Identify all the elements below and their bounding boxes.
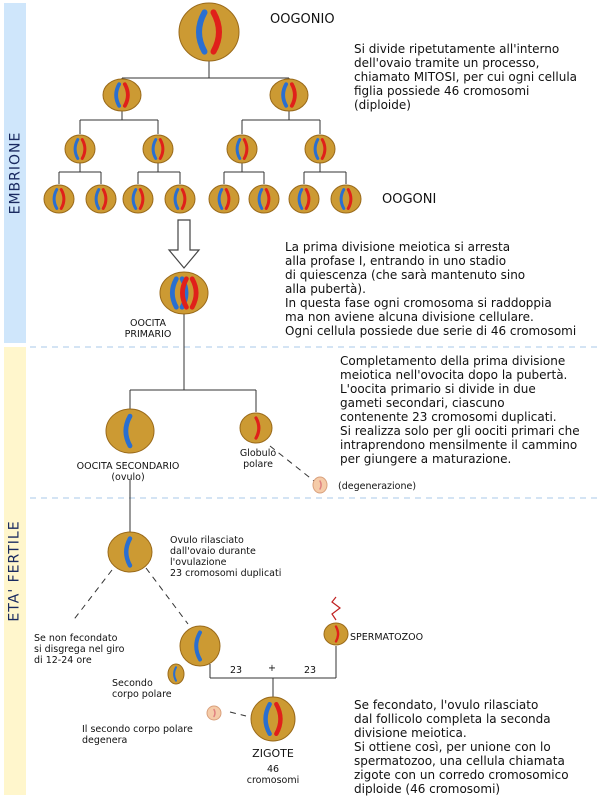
chromosome — [254, 416, 261, 440]
chromosome — [289, 82, 297, 108]
chromosome — [52, 188, 59, 210]
chromosome — [189, 276, 199, 310]
chromosome — [73, 138, 80, 160]
chromosome — [320, 138, 327, 160]
cell-oogonio — [178, 2, 240, 62]
label-zigote-46: 46 cromosomi — [246, 764, 300, 786]
chromosome — [173, 666, 177, 682]
fertile-band — [4, 347, 26, 795]
text-fecondato: Se fecondato, l'ovulo rilasciato dal fol… — [354, 698, 569, 796]
cell-degenerating — [312, 476, 328, 494]
chromosome — [94, 188, 101, 210]
label-spermatozoo: SPERMATOZOO — [350, 632, 424, 643]
chromosome — [151, 138, 158, 160]
chromosome — [213, 708, 216, 718]
cell-spermatozoo — [323, 622, 349, 646]
cell-oogonio-3 — [226, 134, 258, 164]
chromosome — [334, 625, 340, 643]
cell-degenerating — [206, 705, 222, 721]
cell-oogone — [85, 184, 117, 214]
chromosome — [124, 536, 133, 568]
chromosome — [196, 9, 208, 55]
cell-oogonio-2 — [102, 78, 142, 112]
label-n23-right: 23 — [304, 665, 317, 676]
label-oocita-secondario: OOCITA SECONDARIO (ovulo) — [76, 461, 180, 483]
chromosome — [339, 188, 346, 210]
chromosome — [242, 138, 249, 160]
chromosome — [114, 82, 122, 108]
label-degenerazione: (degenerazione) — [338, 481, 417, 492]
cell-secondo-corpo-polare — [167, 663, 185, 685]
text-puberta: Completamento della prima divisione meio… — [340, 354, 580, 466]
cell-oogone — [330, 184, 362, 214]
chromosome — [235, 138, 242, 160]
chromosome — [257, 188, 264, 210]
chromosome — [169, 276, 179, 310]
connector-line — [71, 569, 113, 623]
chromosome — [313, 138, 320, 160]
connector-line — [229, 711, 247, 717]
chromosome — [264, 188, 271, 210]
chromosome — [131, 188, 138, 210]
cell-oogone — [43, 184, 75, 214]
chromosome — [59, 188, 66, 210]
cell-oogone — [288, 184, 320, 214]
cell-second-oocyte — [179, 625, 221, 667]
embryo-band — [4, 3, 26, 343]
chromosome — [122, 82, 130, 108]
chromosome — [319, 480, 322, 490]
cell-oogone — [122, 184, 154, 214]
label-n23-left: 23 — [230, 665, 243, 676]
text-profase: La prima divisione meiotica si arresta a… — [285, 240, 577, 338]
connector-line — [145, 567, 189, 625]
cell-oogonio-3 — [64, 134, 96, 164]
chromosome — [217, 188, 224, 210]
label-oocita-primario: OOCITA PRIMARIO — [124, 318, 172, 340]
chromosome — [297, 188, 304, 210]
cell-oocita-secondario — [105, 408, 155, 454]
label-plus: + — [268, 663, 276, 674]
label-oogonio: OOGONIO — [270, 12, 335, 27]
label-oogoni: OOGONI — [382, 192, 437, 207]
chromosome — [210, 9, 222, 55]
label-non-fecondato: Se non fecondato si disgrega nel giro di… — [34, 633, 125, 666]
label-corpo-degenera: Il secondo corpo polare degenera — [82, 724, 193, 746]
chromosome — [281, 82, 289, 108]
cell-oogone — [248, 184, 280, 214]
cell-zigote — [250, 696, 296, 742]
cell-oogone — [164, 184, 196, 214]
chromosome — [138, 188, 145, 210]
cell-oogonio-3 — [142, 134, 174, 164]
chromosome — [80, 138, 87, 160]
label-ovulo-rilasciato: Ovulo rilasciato dall'ovaio durante l'ov… — [170, 535, 282, 579]
chromosome — [173, 188, 180, 210]
cell-oogonio-3 — [304, 134, 336, 164]
sperm-tail — [331, 596, 341, 621]
cell-ovulo-rilasciato — [107, 531, 153, 573]
chromosome — [346, 188, 353, 210]
chromosome — [304, 188, 311, 210]
chromosome — [180, 188, 187, 210]
arrow-down-icon — [167, 219, 201, 269]
connector-line — [269, 445, 315, 482]
cell-globulo-polare — [239, 412, 273, 444]
chromosome — [180, 276, 189, 310]
cell-oogonio-2 — [269, 78, 309, 112]
text-mitosi: Si divide ripetutamente all'interno dell… — [354, 42, 578, 112]
cell-oogone — [208, 184, 240, 214]
chromosome — [274, 701, 283, 737]
label-zigote: ZIGOTE — [252, 747, 294, 760]
chromosome — [263, 701, 272, 737]
chromosome — [224, 188, 231, 210]
chromosome — [101, 188, 108, 210]
label-globulo-polare: Globulo polare — [239, 448, 277, 470]
label-secondo-corpo: Secondo corpo polare — [112, 678, 172, 700]
chromosome — [158, 138, 165, 160]
chromosome — [194, 630, 202, 662]
chromosome — [123, 413, 133, 449]
